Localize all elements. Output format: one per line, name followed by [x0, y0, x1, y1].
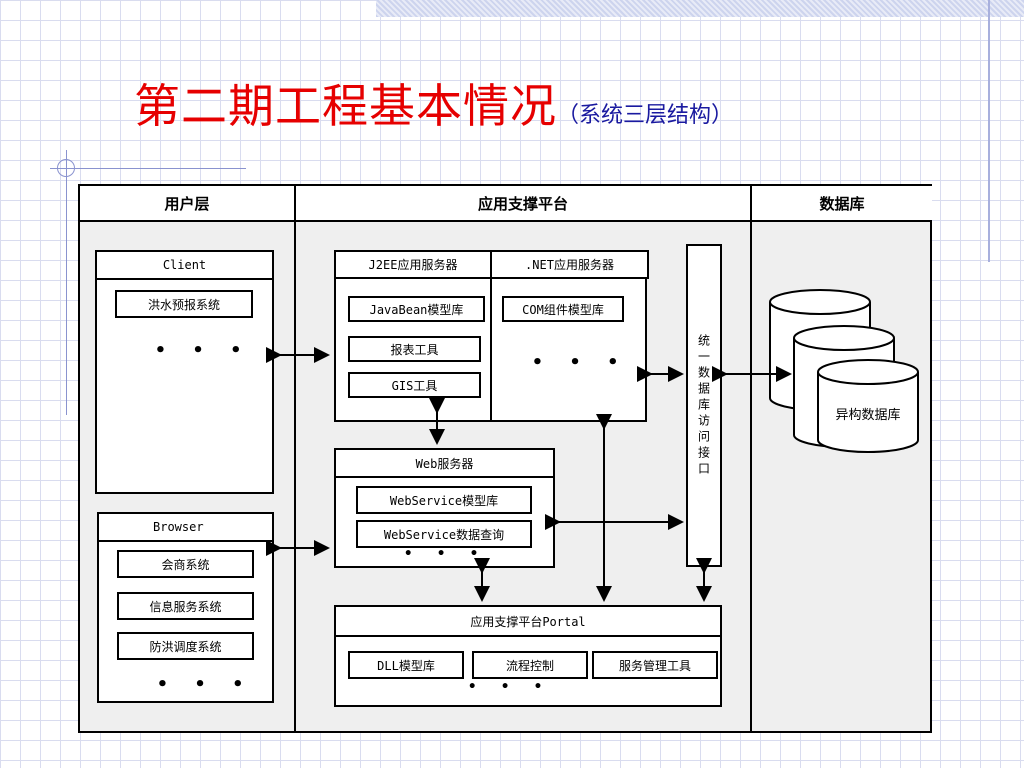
dotnet-item: COM组件模型库: [502, 296, 624, 322]
db-access-interface: 统一数据库访问接口: [686, 244, 722, 567]
decorative-circle: [57, 159, 75, 177]
decorative-rule: [50, 168, 246, 169]
server-divider: [490, 277, 492, 422]
app-server-box: J2EE应用服务器 .NET应用服务器 JavaBean模型库 报表工具 GIS…: [334, 250, 649, 422]
title-sub: （系统三层结构）: [557, 103, 734, 128]
column-header-platform: 应用支撑平台: [296, 186, 752, 222]
j2ee-title: J2EE应用服务器: [334, 250, 492, 279]
j2ee-item: 报表工具: [348, 336, 481, 362]
decorative-vertical-line: [988, 0, 990, 262]
portal-box: 应用支撑平台Portal DLL模型库 流程控制 服务管理工具 • • •: [334, 605, 722, 707]
web-server-box: Web服务器 WebService模型库 WebService数据查询 • • …: [334, 448, 555, 568]
portal-item: 服务管理工具: [592, 651, 718, 679]
web-item: WebService模型库: [356, 486, 532, 514]
browser-item: 会商系统: [117, 550, 254, 578]
column-divider: [294, 186, 296, 731]
j2ee-item: JavaBean模型库: [348, 296, 485, 322]
column-header-user: 用户层: [80, 186, 296, 222]
decorative-rule-vertical: [66, 150, 67, 415]
client-item: 洪水预报系统: [115, 290, 253, 318]
web-more: • • •: [404, 546, 487, 562]
column-divider: [750, 186, 752, 731]
web-title: Web服务器: [336, 450, 553, 478]
portal-title: 应用支撑平台Portal: [336, 607, 720, 637]
browser-item: 防洪调度系统: [117, 632, 254, 660]
decorative-band: [376, 0, 1024, 17]
portal-more: • • •: [468, 679, 551, 695]
portal-item: 流程控制: [472, 651, 588, 679]
dotnet-title: .NET应用服务器: [490, 250, 649, 279]
column-header-db: 数据库: [752, 186, 932, 222]
dotnet-more: • • •: [532, 352, 627, 373]
portal-item: DLL模型库: [348, 651, 464, 679]
title-main: 第二期工程基本情况: [134, 79, 557, 133]
db-access-label: 统一数据库访问接口: [696, 333, 711, 478]
slide-title: 第二期工程基本情况（系统三层结构）: [134, 70, 733, 136]
database-label: 异构数据库: [835, 408, 901, 423]
client-title: Client: [97, 252, 272, 280]
browser-more: • • •: [157, 674, 252, 695]
browser-title: Browser: [99, 514, 272, 542]
web-item: WebService数据查询: [356, 520, 532, 548]
client-more: • • •: [155, 340, 250, 361]
client-box: Client 洪水预报系统 • • •: [95, 250, 274, 494]
browser-box: Browser 会商系统 信息服务系统 防洪调度系统 • • •: [97, 512, 274, 703]
j2ee-item: GIS工具: [348, 372, 481, 398]
browser-item: 信息服务系统: [117, 592, 254, 620]
